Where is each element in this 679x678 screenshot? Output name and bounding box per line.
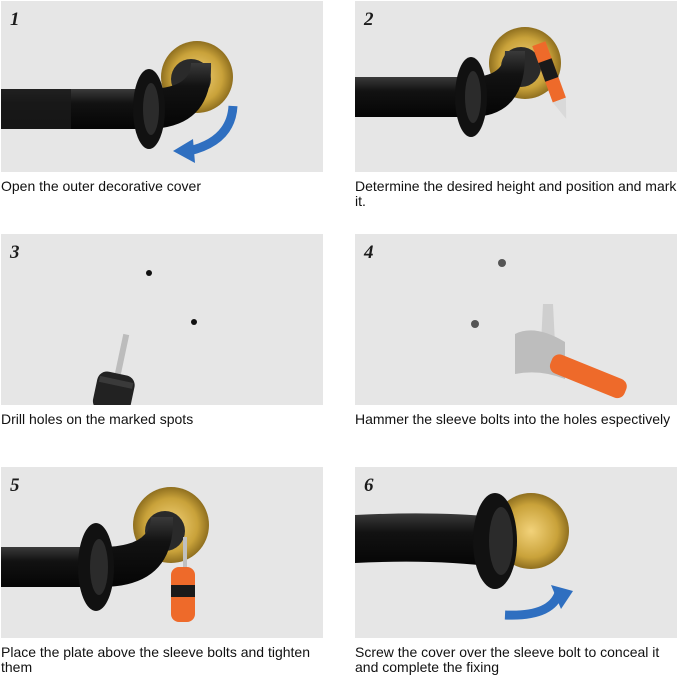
- step-caption: Hammer the sleeve bolts into the holes e…: [355, 411, 671, 427]
- screwdriver: [171, 537, 195, 622]
- screw-cover-illustration: [355, 493, 573, 620]
- sleeve-bolt-hole: [471, 320, 479, 328]
- grab-bar-open-cover-illustration: [1, 41, 238, 163]
- marked-spot: [191, 319, 197, 325]
- step-2-image: 2: [355, 1, 677, 172]
- step-1-image: 1: [1, 1, 323, 172]
- step-caption: Determine the desired height and positio…: [355, 178, 677, 209]
- step-caption: Place the plate above the sleeve bolts a…: [1, 644, 310, 675]
- tighten-plate-illustration: [1, 487, 209, 622]
- sleeve-bolt-hole: [498, 259, 506, 267]
- step-number: 4: [364, 242, 374, 263]
- step-number: 2: [364, 9, 374, 30]
- step-3-image: 3: [1, 234, 323, 405]
- step-3: 3 Drill holes on the marked spots: [1, 234, 323, 427]
- drill-holes-illustration: [92, 270, 197, 405]
- grab-bar-mark-position-illustration: [355, 27, 567, 137]
- step-4: 4 Hammer the sleeve bolts into the holes…: [355, 234, 677, 427]
- hammer: [515, 304, 627, 399]
- drill: [92, 333, 135, 405]
- step-6: 6 Screw the cover over the sleeve bolt t…: [355, 467, 677, 675]
- hammer-bolts-illustration: [471, 259, 627, 399]
- step-2: 2 Determine the desired height and posit…: [355, 1, 677, 209]
- step-6-image: 6: [355, 467, 677, 638]
- step-1: 1 Open the outer decorative cover: [1, 1, 323, 194]
- step-number: 1: [10, 9, 20, 30]
- open-arrow: [187, 105, 238, 156]
- step-caption: Drill holes on the marked spots: [1, 411, 194, 427]
- pencil: [532, 41, 567, 119]
- step-5-image: 5: [1, 467, 323, 638]
- marked-spot: [146, 270, 152, 276]
- step-number: 6: [364, 475, 374, 496]
- grab-bar: [355, 513, 495, 567]
- close-arrow: [504, 591, 564, 620]
- step-5: 5 Place the plate above the sleeve bolts…: [1, 467, 323, 675]
- step-caption: Open the outer decorative cover: [1, 178, 202, 194]
- step-number: 3: [10, 242, 20, 263]
- step-4-image: 4: [355, 234, 677, 405]
- step-number: 5: [10, 475, 20, 496]
- step-caption: Screw the cover over the sleeve bolt to …: [355, 644, 660, 675]
